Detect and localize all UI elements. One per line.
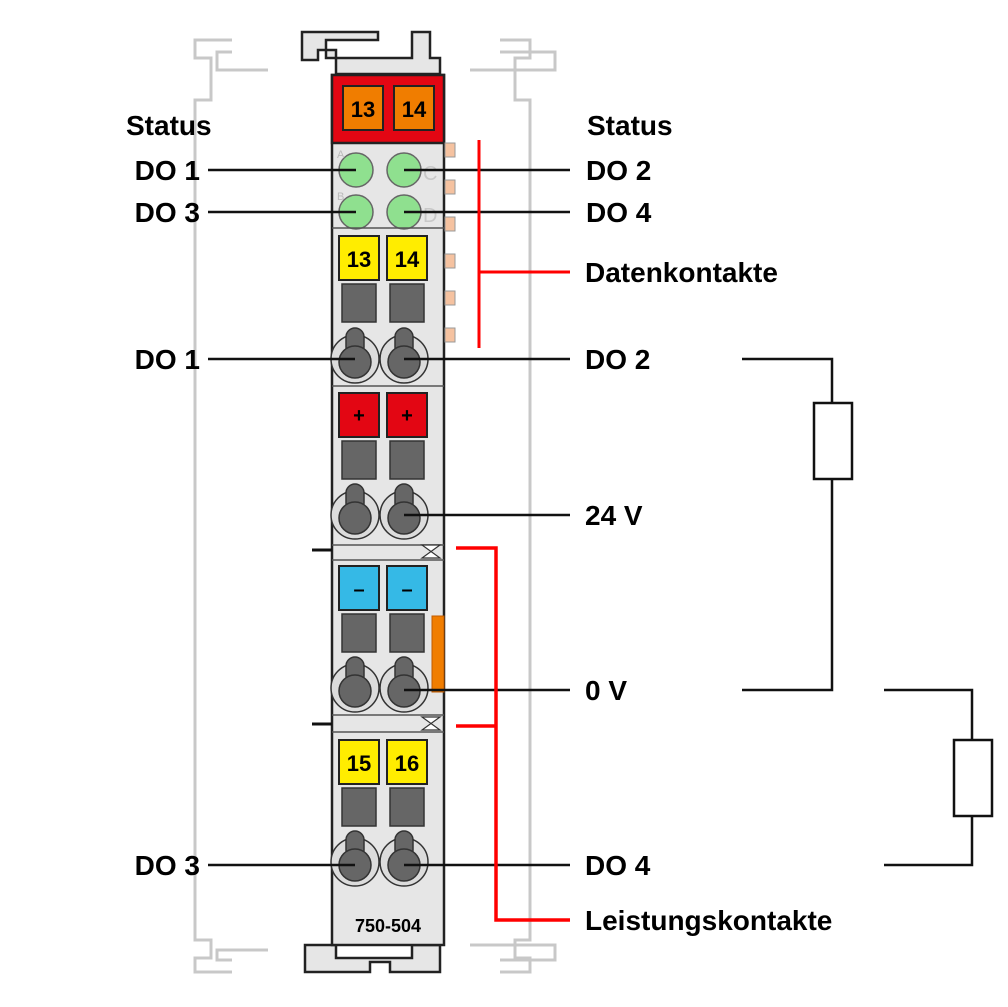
marker-16: [386, 739, 428, 785]
clamp-row-3-icon: [330, 656, 429, 713]
top-marker-13-text: 13: [351, 97, 375, 122]
marker-15: [338, 739, 380, 785]
load-circuit-1: [742, 357, 854, 692]
marker-14-text: 14: [395, 247, 420, 272]
led-letter-d: D: [423, 205, 437, 227]
top-marker-14-text: 14: [402, 97, 427, 122]
part-number: 750-504: [355, 916, 421, 936]
power-contacts-label: Leistungskontakte: [585, 905, 832, 936]
power-jumper-icon: [431, 615, 445, 693]
led-label-do3: DO 3: [135, 197, 200, 228]
leader-lines: [208, 168, 570, 867]
led-label-do1: DO 1: [135, 155, 200, 186]
clamp-row-1-icon: [330, 327, 429, 384]
resistor-2-icon: [952, 738, 994, 818]
rail-latch-bottom: [303, 943, 442, 974]
marker-minus-left-text: –: [353, 579, 364, 601]
marker-15-text: 15: [347, 751, 371, 776]
marker-14: [386, 235, 428, 281]
led-label-do4: DO 4: [586, 197, 652, 228]
status-label-right: Status: [587, 110, 673, 141]
load-circuit-2: [884, 688, 994, 867]
led-label-do2: DO 2: [586, 155, 651, 186]
marker-plus-left-text: +: [353, 405, 365, 427]
top-marker-13: [342, 85, 384, 131]
data-contacts-bracket: [477, 140, 570, 348]
marker-plus-left: [338, 392, 380, 438]
rail-latch-top: [300, 30, 442, 76]
power-contact-markers-icon: [420, 544, 442, 731]
data-contacts-icon: [444, 142, 456, 343]
led-letter-b: B: [337, 191, 344, 203]
terminal-label-do3: DO 3: [135, 850, 200, 881]
release-slots: [341, 283, 425, 827]
marker-13: [338, 235, 380, 281]
top-marker-14: [393, 85, 435, 131]
marker-13-text: 13: [347, 247, 371, 272]
led-letter-c: C: [423, 163, 437, 185]
terminal-label-24v: 24 V: [585, 500, 643, 531]
power-contacts-bracket: [456, 546, 570, 922]
marker-16-text: 16: [395, 751, 419, 776]
terminal-label-do2: DO 2: [585, 344, 650, 375]
marker-minus-right: [386, 565, 428, 611]
led-letter-a: A: [337, 149, 345, 161]
data-contacts-label: Datenkontakte: [585, 257, 778, 288]
terminal-label-do1: DO 1: [135, 344, 200, 375]
status-label-left: Status: [126, 110, 212, 141]
din-rail-outline: [193, 38, 557, 974]
terminal-label-0v: 0 V: [585, 675, 627, 706]
marker-minus-right-text: –: [401, 579, 412, 601]
marker-plus-right-text: +: [401, 405, 413, 427]
side-ticks: [312, 548, 332, 726]
resistor-1-icon: [812, 401, 854, 481]
marker-minus-left: [338, 565, 380, 611]
terminal-label-do4: DO 4: [585, 850, 651, 881]
marker-plus-right: [386, 392, 428, 438]
